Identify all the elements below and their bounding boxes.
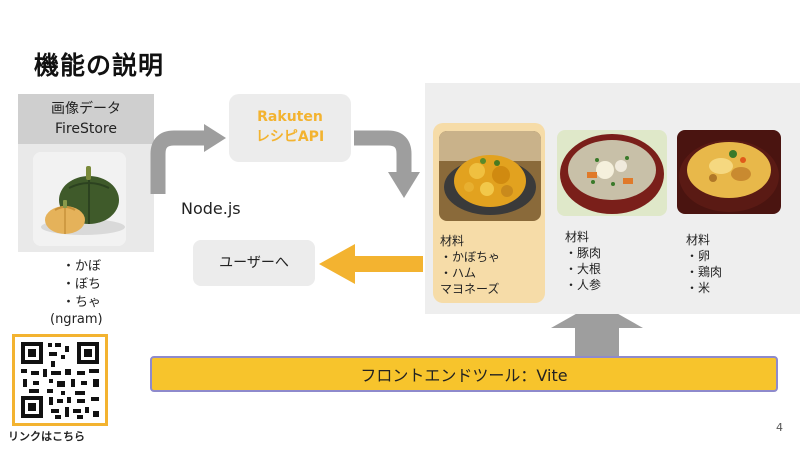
- pumpkin-salad-image: [439, 131, 541, 221]
- ingredients-heading: 材料: [440, 234, 465, 248]
- pumpkin-image: [33, 152, 126, 246]
- arrow-up-icon: [551, 302, 643, 356]
- qr-code[interactable]: [12, 334, 108, 426]
- arrow-left-icon: [319, 244, 423, 284]
- ingredient-item: マヨネーズ: [440, 282, 500, 296]
- ingredients-heading: 材料: [565, 230, 590, 244]
- ingredient-item: ・大根: [565, 262, 602, 276]
- ngram-label: (ngram): [50, 312, 103, 327]
- ingredient-item: ・豚肉: [565, 246, 602, 260]
- firestore-header: 画像データ FireStore: [18, 94, 154, 144]
- ingredient-item: ・鶏肉: [686, 265, 723, 279]
- arrow-up-right-icon: [150, 124, 226, 194]
- qr-link-label[interactable]: リンクはこちら: [8, 430, 85, 443]
- api-line1: Rakuten: [257, 109, 323, 125]
- recipe-photo-pumpkin-salad[interactable]: [439, 131, 541, 221]
- arrow-down-right-icon: [354, 130, 420, 198]
- ingredient-item: ・米: [686, 281, 711, 295]
- recipe-ingredients-1: 材料 ・かぼちゃ ・ハム マヨネーズ: [440, 233, 500, 297]
- ngram-token: ・ぼち: [62, 277, 102, 292]
- firestore-line2: FireStore: [55, 121, 117, 137]
- api-line2: レシピAPI: [255, 129, 325, 145]
- ingredient-item: ・かぼちゃ: [440, 250, 501, 264]
- pumpkin-illustration: [33, 152, 126, 246]
- ingredients-heading: 材料: [686, 233, 711, 247]
- oyakodon-image: [677, 130, 781, 214]
- recipe-photo-pork-soup[interactable]: [557, 130, 667, 216]
- ingredient-item: ・卵: [686, 249, 711, 263]
- ingredient-item: ・ハム: [440, 266, 477, 280]
- to-user-box: ユーザーへ: [193, 240, 315, 286]
- page-number: 4: [776, 421, 783, 434]
- recipe-ingredients-2: 材料 ・豚肉 ・大根 ・人参: [565, 229, 601, 293]
- ingredient-item: ・人参: [565, 278, 602, 292]
- recipe-ingredients-3: 材料 ・卵 ・鶏肉 ・米: [686, 232, 722, 296]
- pork-soup-image: [557, 130, 667, 216]
- ngram-token-list: ・かぼ ・ぼち ・ちゃ: [62, 258, 101, 312]
- ngram-token: ・ちゃ: [62, 295, 102, 310]
- nodejs-label: Node.js: [181, 199, 241, 218]
- qr-code-icon: [15, 337, 105, 423]
- ngram-token: ・かぼ: [62, 259, 102, 274]
- rakuten-recipe-api-box: Rakuten レシピAPI: [229, 94, 351, 162]
- firestore-line1: 画像データ: [51, 101, 121, 117]
- page-title: 機能の説明: [34, 51, 165, 80]
- recipe-photo-oyakodon[interactable]: [677, 130, 781, 214]
- frontend-tool-bar: フロントエンドツール：Vite: [150, 356, 778, 392]
